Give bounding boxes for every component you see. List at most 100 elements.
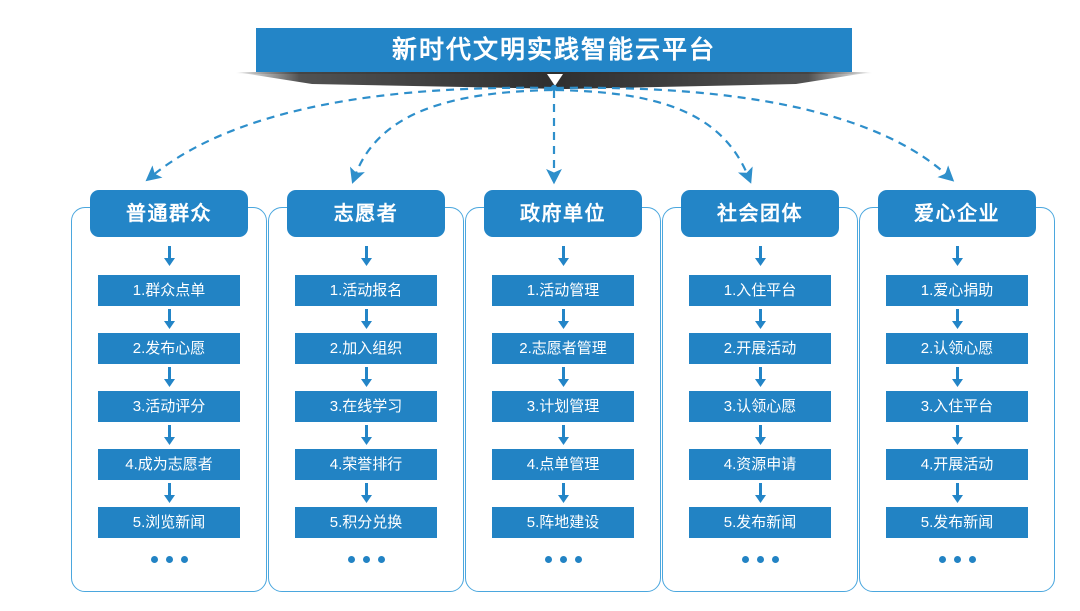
arrow-down-glyph [951,367,963,387]
more-items-ellipsis [295,538,437,580]
role-column-social-group: 社会团体 1.入住平台 2.开展活动 3.认领心愿 4.资源申请 5.发布新闻 [662,190,858,592]
step-item[interactable]: 5.积分兑换 [295,507,437,538]
step-item[interactable]: 1.活动管理 [492,275,634,306]
step-item[interactable]: 2.认领心愿 [886,333,1028,364]
arrow-down-icon [689,364,831,391]
step-label: 5.积分兑换 [329,514,403,531]
arrow-down-icon [492,306,634,333]
arrow-down-glyph [951,425,963,445]
arrow-down-glyph [557,245,569,266]
connector-to-volunteer [350,88,553,184]
ellipsis-dot [953,555,961,563]
arrow-down-glyph [360,367,372,387]
column-header-social-group[interactable]: 社会团体 [681,190,839,237]
ellipsis-dot [544,555,552,563]
column-header-label: 政府单位 [520,202,606,225]
connector-to-public [145,86,553,182]
step-item[interactable]: 5.浏览新闻 [98,507,240,538]
arrow-down-icon [886,306,1028,333]
more-items-ellipsis [492,538,634,580]
column-header-enterprise[interactable]: 爱心企业 [878,190,1036,237]
arrow-down-glyph [163,367,175,387]
step-item[interactable]: 3.认领心愿 [689,391,831,422]
step-item[interactable]: 5.发布新闻 [886,507,1028,538]
column-header-label: 社会团体 [717,202,803,225]
step-label: 3.计划管理 [526,398,600,415]
arrow-down-icon [98,364,240,391]
arrow-down-glyph [951,245,963,266]
arrow-down-glyph [360,483,372,503]
role-column-public: 普通群众 1.群众点单 2.发布心愿 3.活动评分 4.成为志愿者 5.浏览新闻 [71,190,267,592]
column-header-volunteer[interactable]: 志愿者 [287,190,445,237]
step-label: 1.活动管理 [526,282,600,299]
step-item[interactable]: 4.成为志愿者 [98,449,240,480]
ellipsis-dot [741,555,749,563]
column-header-government[interactable]: 政府单位 [484,190,642,237]
arrow-down-icon [295,364,437,391]
step-item[interactable]: 1.活动报名 [295,275,437,306]
step-item[interactable]: 2.加入组织 [295,333,437,364]
arrow-down-glyph [557,425,569,445]
step-label: 2.认领心愿 [920,340,994,357]
step-label: 1.群众点单 [132,282,206,299]
ellipsis-dot [574,555,582,563]
role-column-volunteer: 志愿者 1.活动报名 2.加入组织 3.在线学习 4.荣誉排行 5.积分兑换 [268,190,464,592]
arrow-down-icon [492,480,634,507]
arrow-down-icon [295,306,437,333]
step-item[interactable]: 1.群众点单 [98,275,240,306]
step-item[interactable]: 1.爱心捐助 [886,275,1028,306]
arrow-down-glyph [754,245,766,266]
arrow-down-glyph [951,483,963,503]
step-item[interactable]: 3.活动评分 [98,391,240,422]
step-item[interactable]: 2.发布心愿 [98,333,240,364]
step-item[interactable]: 5.阵地建设 [492,507,634,538]
platform-title-bar: 新时代文明实践智能云平台 [256,28,852,72]
ellipsis-dot [377,555,385,563]
step-label: 5.浏览新闻 [132,514,206,531]
arrow-down-icon [859,237,1055,275]
arrow-down-icon [886,480,1028,507]
step-list: 1.群众点单 2.发布心愿 3.活动评分 4.成为志愿者 5.浏览新闻 [98,275,240,580]
arrow-down-glyph [360,425,372,445]
step-item[interactable]: 2.开展活动 [689,333,831,364]
step-label: 3.认领心愿 [723,398,797,415]
connector-to-social-group [555,88,753,184]
arrow-down-icon [98,422,240,449]
step-item[interactable]: 4.点单管理 [492,449,634,480]
step-item[interactable]: 3.入住平台 [886,391,1028,422]
arrow-down-icon [662,237,858,275]
step-item[interactable]: 4.资源申请 [689,449,831,480]
step-item[interactable]: 3.计划管理 [492,391,634,422]
step-label: 4.开展活动 [920,456,994,473]
arrow-down-icon [689,306,831,333]
ellipsis-dot [968,555,976,563]
arrow-down-icon [465,237,661,275]
step-item[interactable]: 4.荣誉排行 [295,449,437,480]
step-item[interactable]: 2.志愿者管理 [492,333,634,364]
arrow-down-glyph [754,367,766,387]
more-items-ellipsis [886,538,1028,580]
step-item[interactable]: 5.发布新闻 [689,507,831,538]
arrow-down-glyph [163,483,175,503]
step-label: 4.点单管理 [526,456,600,473]
ellipsis-dot [165,555,173,563]
role-columns: 普通群众 1.群众点单 2.发布心愿 3.活动评分 4.成为志愿者 5.浏览新闻 志愿者 1.… [0,190,1080,600]
ellipsis-dot [347,555,355,563]
arrow-down-glyph [163,245,175,266]
connector-to-enterprise [555,86,955,182]
arrow-down-glyph [163,425,175,445]
column-header-public[interactable]: 普通群众 [90,190,248,237]
arrow-down-icon [689,422,831,449]
arrow-down-icon [295,480,437,507]
step-item[interactable]: 3.在线学习 [295,391,437,422]
step-list: 1.爱心捐助 2.认领心愿 3.入住平台 4.开展活动 5.发布新闻 [886,275,1028,580]
step-item[interactable]: 4.开展活动 [886,449,1028,480]
ellipsis-dot [756,555,764,563]
step-item[interactable]: 1.入住平台 [689,275,831,306]
role-column-government: 政府单位 1.活动管理 2.志愿者管理 3.计划管理 4.点单管理 5.阵地建设 [465,190,661,592]
page-title: 新时代文明实践智能云平台 [391,35,716,64]
step-label: 1.入住平台 [723,282,797,299]
step-label: 3.入住平台 [920,398,994,415]
ellipsis-dot [938,555,946,563]
